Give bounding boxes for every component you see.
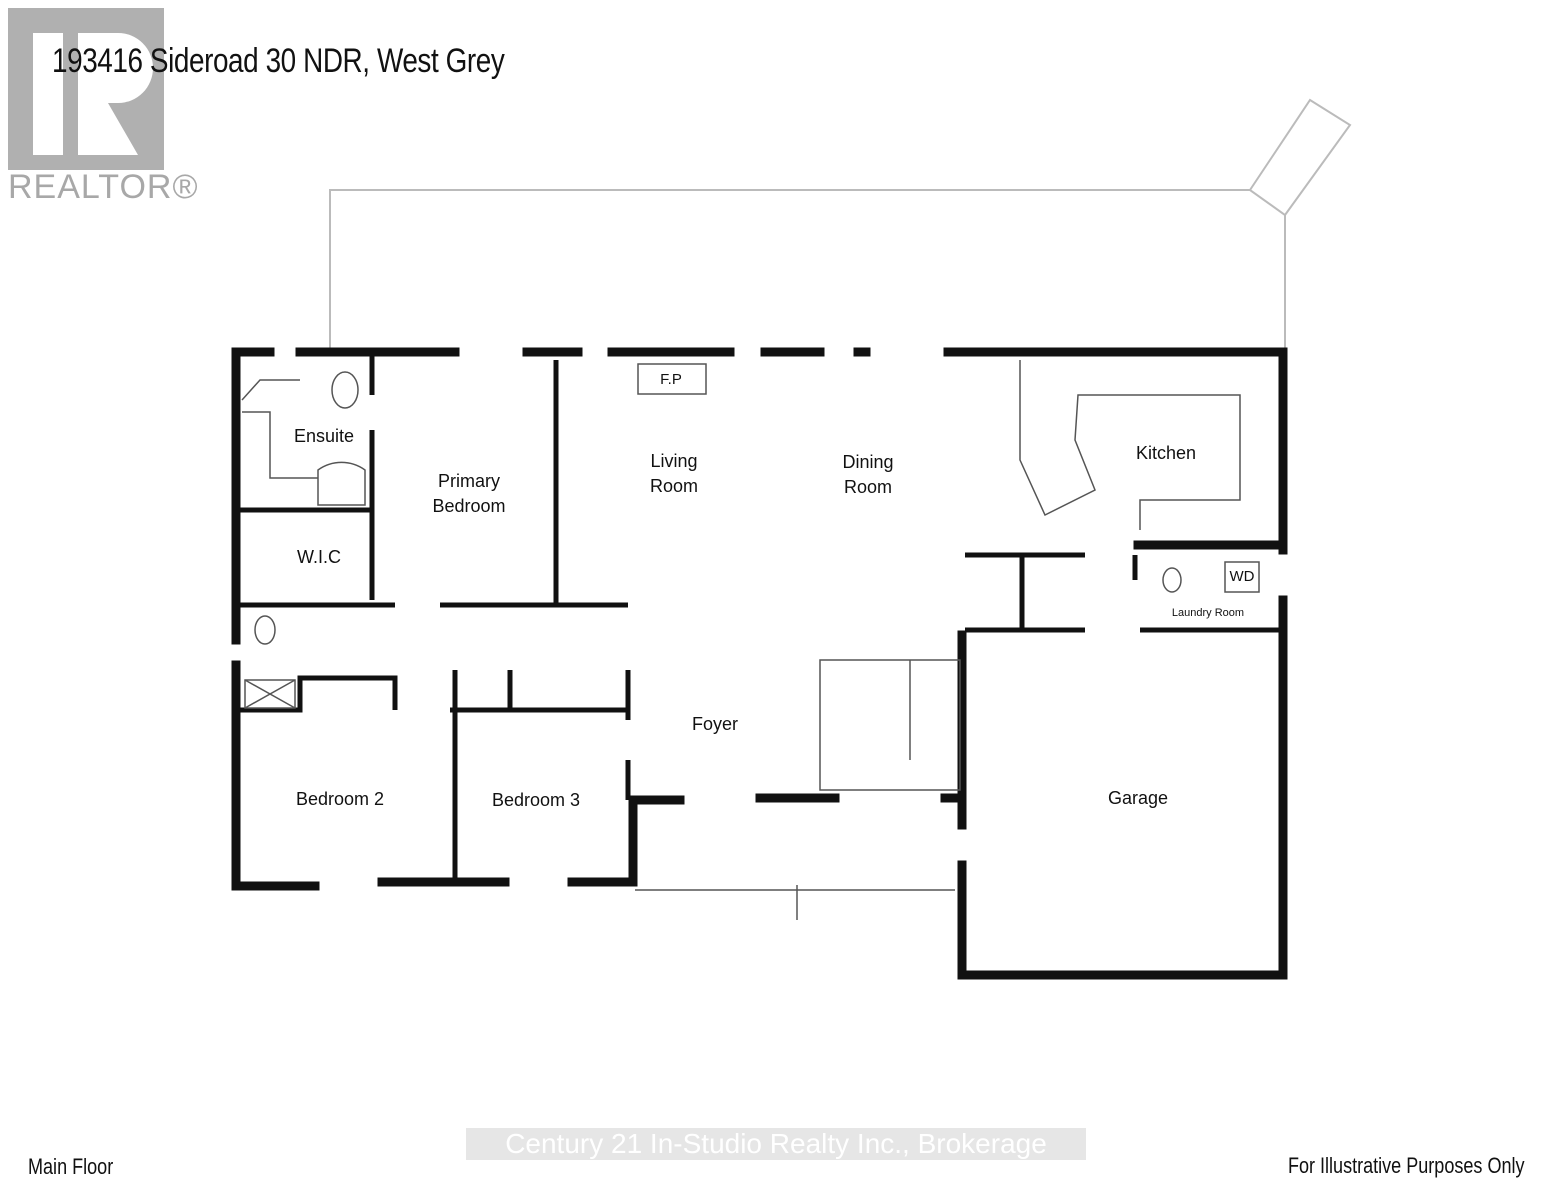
interior-walls <box>236 352 1280 882</box>
deck-outline <box>329 98 1352 350</box>
room-living-line1: Living <box>650 451 697 471</box>
room-primary-bedroom-line1: Primary <box>438 471 500 491</box>
fireplace-label: F.P <box>660 371 682 388</box>
brokerage-watermark: Century 21 In-Studio Realty Inc., Broker… <box>466 1128 1086 1160</box>
room-dining-line1: Dining <box>842 452 893 472</box>
realtor-logo-text: REALTOR® <box>8 168 199 206</box>
room-living-line2: Room <box>650 476 698 496</box>
room-wic: W.I.C <box>297 547 341 567</box>
fixtures <box>241 360 1260 920</box>
disclaimer: For Illustrative Purposes Only <box>1288 1153 1525 1178</box>
room-laundry: Laundry Room <box>1172 607 1244 619</box>
room-primary-bedroom-line2: Bedroom <box>432 496 505 516</box>
exterior-walls <box>231 347 1288 980</box>
page-title: 193416 Sideroad 30 NDR, West Grey <box>52 42 505 80</box>
floor-label: Main Floor <box>28 1154 114 1179</box>
washer-dryer-label: WD <box>1230 568 1255 585</box>
room-kitchen: Kitchen <box>1136 443 1196 463</box>
room-ensuite: Ensuite <box>294 426 354 446</box>
room-bedroom-2: Bedroom 2 <box>296 789 384 809</box>
room-foyer: Foyer <box>692 714 738 734</box>
room-garage: Garage <box>1108 788 1168 808</box>
room-bedroom-3: Bedroom 3 <box>492 790 580 810</box>
room-dining-line2: Room <box>844 477 892 497</box>
realtor-logo-icon <box>8 8 164 175</box>
